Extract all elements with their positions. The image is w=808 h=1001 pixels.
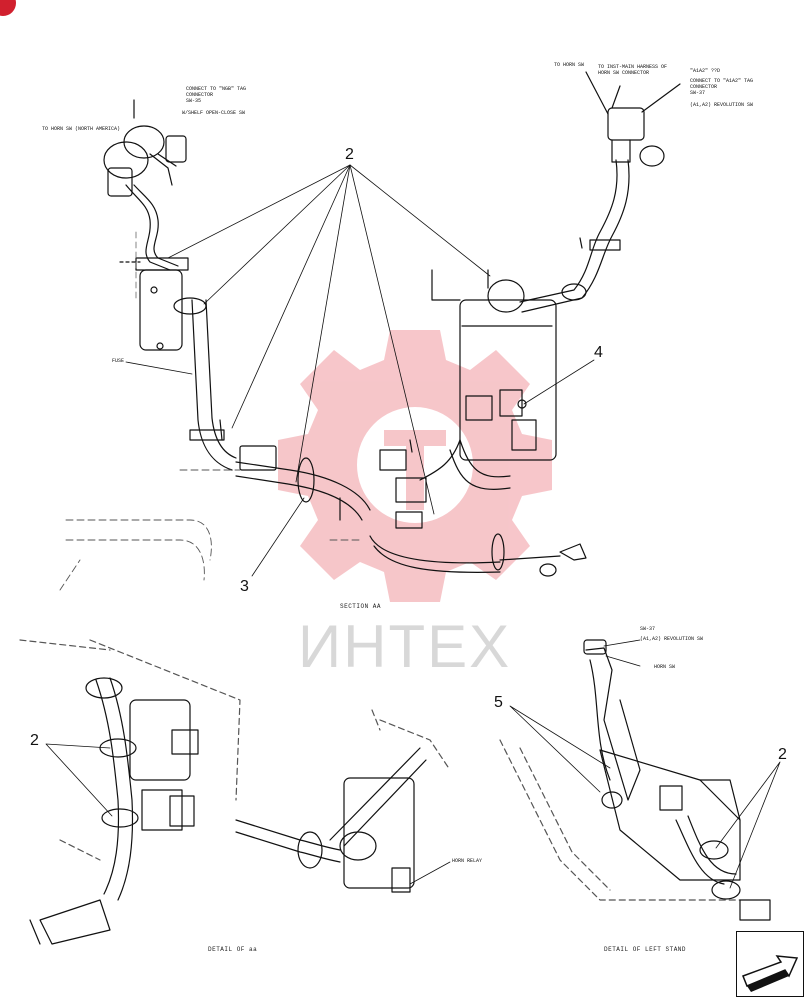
callout-2-left: 2 xyxy=(30,732,39,749)
leader-line-revolution xyxy=(603,639,641,647)
sw37-label: SW-37 xyxy=(640,626,656,632)
fuse-label: FUSE xyxy=(112,358,125,364)
leader-line-3 xyxy=(251,497,305,577)
detail-left-stand-caption: DETAIL OF LEFT STAND xyxy=(604,946,687,953)
leader-line-horn-relay xyxy=(409,861,451,885)
seat-outline-dashed xyxy=(59,469,361,591)
leader-lines-2-left xyxy=(45,743,113,817)
watermark-text: ИНТЕХ xyxy=(298,613,512,680)
connect-a1a2-label: CONNECT TO "A1A2" TAG CONNECTOR SW-37 xyxy=(690,78,754,96)
leader-lines-2 xyxy=(167,164,491,515)
to-horn-sw-label: TO HORN SW xyxy=(554,62,585,68)
leader-line-4 xyxy=(523,359,595,405)
vertical-harness xyxy=(173,297,237,471)
fuse-block xyxy=(119,231,189,351)
a1a2-revolution-label-2: (A1,A2) REVOLUTION SW xyxy=(640,636,704,642)
callout-3: 3 xyxy=(240,578,249,595)
wiper-switch-label: W/SHELF OPEN-CLOSE SW xyxy=(182,110,246,116)
next-page-button[interactable] xyxy=(736,931,804,997)
leader-lines-5 xyxy=(509,705,611,793)
leader-lines-2-right xyxy=(715,761,781,889)
center-harness xyxy=(235,439,587,577)
detail-aa-drawing xyxy=(19,639,241,945)
connect-ngb-label: CONNECT TO "NGB" TAG CONNECTOR SW-35 xyxy=(186,86,247,104)
callout-2-right: 2 xyxy=(778,746,787,763)
control-box-right xyxy=(419,269,557,490)
right-harness-cable xyxy=(519,71,681,313)
callout-5: 5 xyxy=(494,694,503,711)
leader-line-horn-sw xyxy=(605,655,641,667)
left-harness-cable xyxy=(103,99,187,271)
horn-relay-label: HORN RELAY xyxy=(452,858,483,864)
next-page-arrow-icon xyxy=(742,955,799,992)
to-inst-main-label: TO INST-MAIN HARNESS OF HORN SW CONNECTO… xyxy=(598,64,668,76)
watermark-gear-icon xyxy=(278,330,552,602)
corner-badge xyxy=(0,0,16,16)
detail-aa-caption: DETAIL OF aa xyxy=(208,946,258,953)
horn-sw-label: HORN SW xyxy=(654,664,676,670)
a1a2-tag-label: "A1A2" ??D xyxy=(690,68,721,74)
section-aa-caption: SECTION AA xyxy=(340,603,382,610)
callout-4: 4 xyxy=(594,344,603,361)
callout-2-main: 2 xyxy=(345,146,354,163)
detail-left-stand-drawing xyxy=(499,639,771,921)
leader-line-fuse xyxy=(125,361,193,375)
detail-horn-relay-drawing xyxy=(235,709,451,893)
horn-sw-na-label: TO HORN SW (NORTH AMERICA) xyxy=(42,126,121,132)
a1a2-revolution-label: (A1,A2) REVOLUTION SW xyxy=(690,102,754,108)
